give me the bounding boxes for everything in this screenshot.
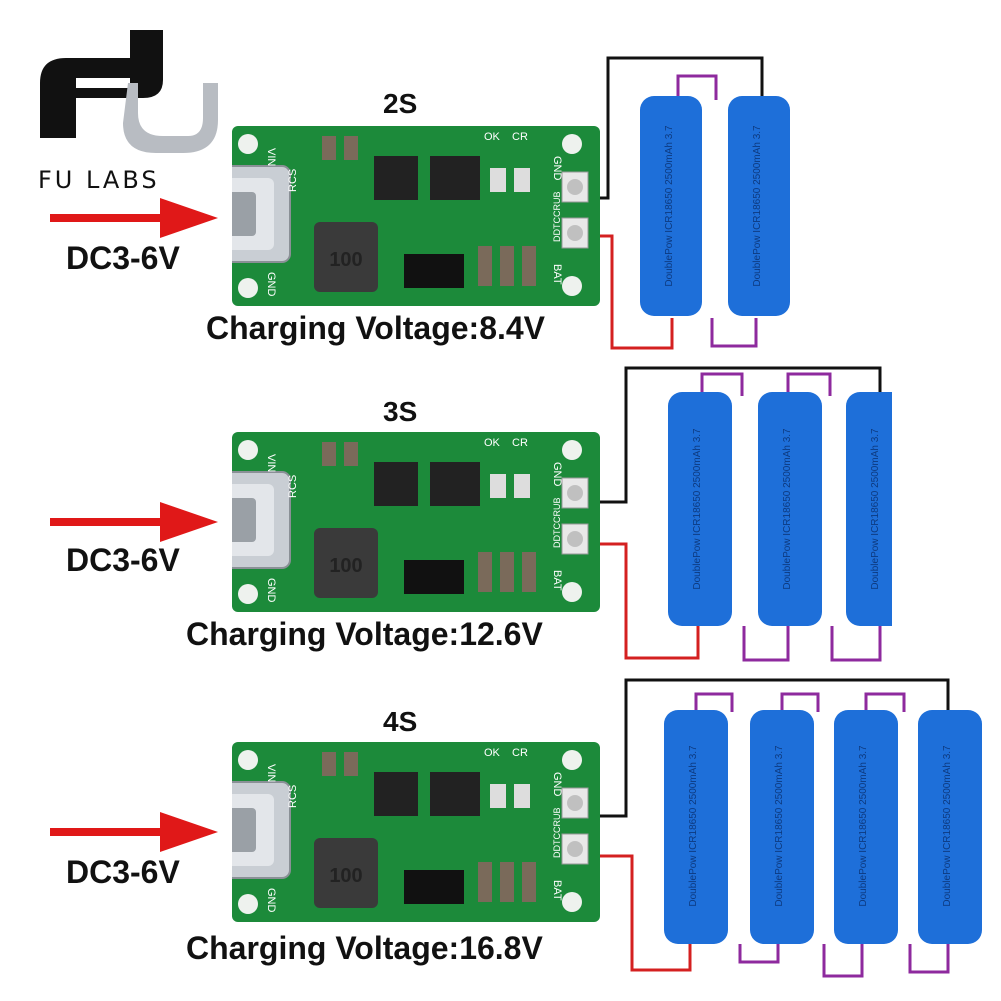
svg-text:GND: GND bbox=[265, 272, 277, 297]
panel-title-3s: 3S bbox=[383, 396, 418, 427]
input-arrow bbox=[50, 812, 218, 852]
svg-text:DoublePow ICR18650 2500mAh 3.7: DoublePow ICR18650 2500mAh 3.7 bbox=[688, 745, 699, 907]
brand-logo: FU LABS bbox=[38, 28, 218, 198]
svg-text:BAT: BAT bbox=[551, 570, 563, 591]
svg-text:RCS: RCS bbox=[287, 475, 299, 498]
svg-text:CR: CR bbox=[512, 131, 528, 143]
svg-text:DoublePow ICR18650 2500mAh 3.7: DoublePow ICR18650 2500mAh 3.7 bbox=[942, 745, 953, 907]
svg-text:100: 100 bbox=[329, 865, 362, 887]
battery-pack-4s: DoublePow ICR18650 2500mAh 3.7 DoublePow… bbox=[600, 678, 982, 978]
svg-text:BAT: BAT bbox=[551, 264, 563, 285]
svg-text:VIN: VIN bbox=[265, 148, 277, 166]
charger-board: 100 VIN GND RCS OK CR DDTCCRUB GND BAT bbox=[232, 432, 600, 612]
svg-text:RCS: RCS bbox=[287, 169, 299, 192]
svg-text:DoublePow ICR18650 2500mAh 3.7: DoublePow ICR18650 2500mAh 3.7 bbox=[664, 125, 675, 287]
battery-pack-3s: DoublePow ICR18650 2500mAh 3.7 DoublePow… bbox=[600, 366, 892, 662]
panel-title-2s: 2S bbox=[383, 88, 418, 119]
input-arrow bbox=[50, 198, 218, 238]
svg-text:VIN: VIN bbox=[265, 764, 277, 782]
charger-board: 100 VIN GND RCS OK CR DDTCCRUB GND BAT bbox=[232, 742, 600, 922]
input-voltage-label: DC3-6V bbox=[66, 854, 180, 890]
svg-text:GND: GND bbox=[265, 578, 277, 603]
input-voltage-label: DC3-6V bbox=[66, 542, 180, 578]
svg-text:DoublePow ICR18650 2500mAh 3.7: DoublePow ICR18650 2500mAh 3.7 bbox=[858, 745, 869, 907]
charger-board: 100 VIN GND RCS OK CR DDTCCRUB GND BAT bbox=[232, 126, 600, 306]
input-arrow bbox=[50, 502, 218, 542]
svg-text:GND: GND bbox=[551, 462, 563, 487]
svg-text:DDTCCRUB: DDTCCRUB bbox=[552, 808, 562, 859]
svg-text:GND: GND bbox=[551, 156, 563, 181]
svg-text:VIN: VIN bbox=[265, 454, 277, 472]
input-voltage-label: DC3-6V bbox=[66, 240, 180, 276]
svg-text:100: 100 bbox=[329, 555, 362, 577]
svg-text:100: 100 bbox=[329, 249, 362, 271]
svg-text:OK: OK bbox=[484, 747, 501, 759]
svg-text:BAT: BAT bbox=[551, 880, 563, 901]
svg-text:OK: OK bbox=[484, 437, 501, 449]
panel-title-4s: 4S bbox=[383, 706, 418, 737]
brand-logo-mark bbox=[40, 30, 218, 153]
svg-text:RCS: RCS bbox=[287, 785, 299, 808]
svg-text:OK: OK bbox=[484, 131, 501, 143]
svg-text:GND: GND bbox=[265, 888, 277, 913]
svg-text:DDTCCRUB: DDTCCRUB bbox=[552, 498, 562, 549]
svg-text:CR: CR bbox=[512, 437, 528, 449]
svg-text:DoublePow ICR18650 2500mAh 3.7: DoublePow ICR18650 2500mAh 3.7 bbox=[752, 125, 763, 287]
svg-text:DoublePow ICR18650 2500mAh 3.7: DoublePow ICR18650 2500mAh 3.7 bbox=[870, 428, 881, 590]
charging-voltage-label: Charging Voltage:12.6V bbox=[186, 616, 543, 652]
svg-text:GND: GND bbox=[551, 772, 563, 797]
svg-text:CR: CR bbox=[512, 747, 528, 759]
brand-name: FU LABS bbox=[38, 166, 160, 194]
svg-text:DoublePow ICR18650 2500mAh 3.7: DoublePow ICR18650 2500mAh 3.7 bbox=[692, 428, 703, 590]
svg-text:DoublePow ICR18650 2500mAh 3.7: DoublePow ICR18650 2500mAh 3.7 bbox=[782, 428, 793, 590]
svg-text:DDTCCRUB: DDTCCRUB bbox=[552, 192, 562, 243]
svg-text:DoublePow ICR18650 2500mAh 3.7: DoublePow ICR18650 2500mAh 3.7 bbox=[774, 745, 785, 907]
battery-pack-2s: DoublePow ICR18650 2500mAh 3.7 DoublePow… bbox=[600, 56, 790, 350]
charging-voltage-label: Charging Voltage:8.4V bbox=[206, 310, 546, 346]
charging-voltage-label: Charging Voltage:16.8V bbox=[186, 930, 543, 966]
